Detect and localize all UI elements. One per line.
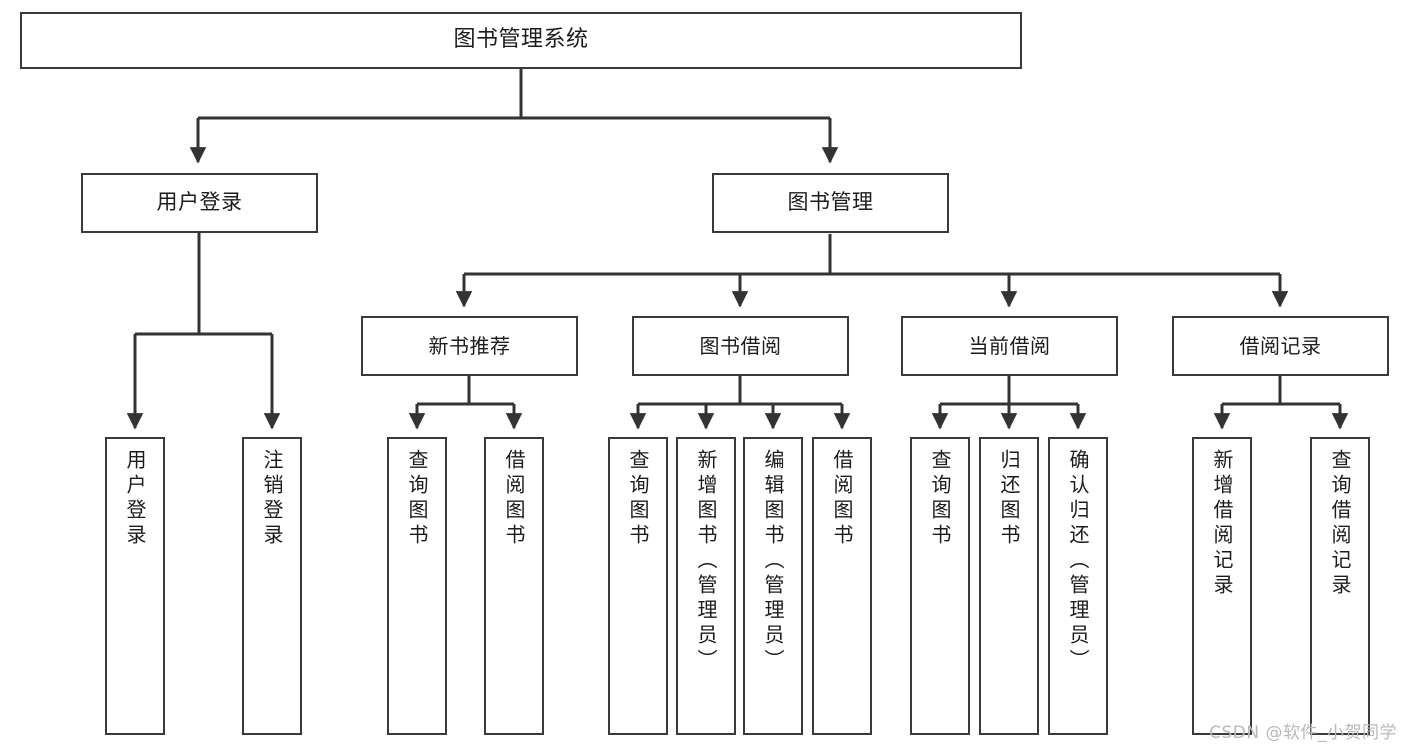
node-label: 查询图书 <box>928 449 952 549</box>
node-root-system[interactable]: 图书管理系统 <box>20 12 1022 69</box>
node-label: 借阅图书 <box>830 449 854 549</box>
leaf-query-book-recommend[interactable]: 查询图书 <box>387 437 447 735</box>
leaf-add-borrow-record[interactable]: 新增借阅记录 <box>1192 437 1252 735</box>
leaf-edit-book-admin[interactable]: 编辑图书（管理员） <box>743 437 803 735</box>
leaf-query-book-borrow[interactable]: 查询图书 <box>608 437 668 735</box>
leaf-logout-login[interactable]: 注销登录 <box>242 437 302 735</box>
node-book-management[interactable]: 图书管理 <box>712 173 949 233</box>
leaf-query-borrow-record[interactable]: 查询借阅记录 <box>1310 437 1370 735</box>
node-label: 查询图书 <box>405 449 429 549</box>
leaf-add-book-admin[interactable]: 新增图书（管理员） <box>676 437 736 735</box>
node-label: 图书管理系统 <box>453 27 589 53</box>
node-label: 用户登录 <box>123 449 147 549</box>
node-label: 查询借阅记录 <box>1328 449 1352 599</box>
node-label: 确认归还（管理员） <box>1066 449 1090 674</box>
node-borrow-record[interactable]: 借阅记录 <box>1172 316 1389 376</box>
node-label: 新书推荐 <box>428 333 511 358</box>
leaf-user-login[interactable]: 用户登录 <box>105 437 165 735</box>
node-label: 新增图书（管理员） <box>694 449 718 674</box>
node-label: 当前借阅 <box>968 333 1051 358</box>
leaf-borrow-book-recommend[interactable]: 借阅图书 <box>484 437 544 735</box>
node-user-login[interactable]: 用户登录 <box>81 173 318 233</box>
node-label: 新增借阅记录 <box>1210 449 1234 599</box>
leaf-borrow-book[interactable]: 借阅图书 <box>812 437 872 735</box>
node-book-borrow[interactable]: 图书借阅 <box>632 316 849 376</box>
node-label: 归还图书 <box>997 449 1021 549</box>
node-current-borrow[interactable]: 当前借阅 <box>901 316 1118 376</box>
node-label: 编辑图书（管理员） <box>761 449 785 674</box>
node-new-book-recommend[interactable]: 新书推荐 <box>361 316 578 376</box>
leaf-return-book[interactable]: 归还图书 <box>979 437 1039 735</box>
leaf-confirm-return-admin[interactable]: 确认归还（管理员） <box>1048 437 1108 735</box>
node-label: 借阅记录 <box>1239 333 1322 358</box>
watermark-text: CSDN @软件_小贺同学 <box>1209 723 1397 743</box>
node-label: 图书借阅 <box>699 333 782 358</box>
leaf-query-book-current[interactable]: 查询图书 <box>910 437 970 735</box>
node-label: 图书管理 <box>787 190 874 215</box>
node-label: 查询图书 <box>626 449 650 549</box>
node-label: 借阅图书 <box>502 449 526 549</box>
node-label: 用户登录 <box>156 190 243 215</box>
node-label: 注销登录 <box>260 449 284 549</box>
